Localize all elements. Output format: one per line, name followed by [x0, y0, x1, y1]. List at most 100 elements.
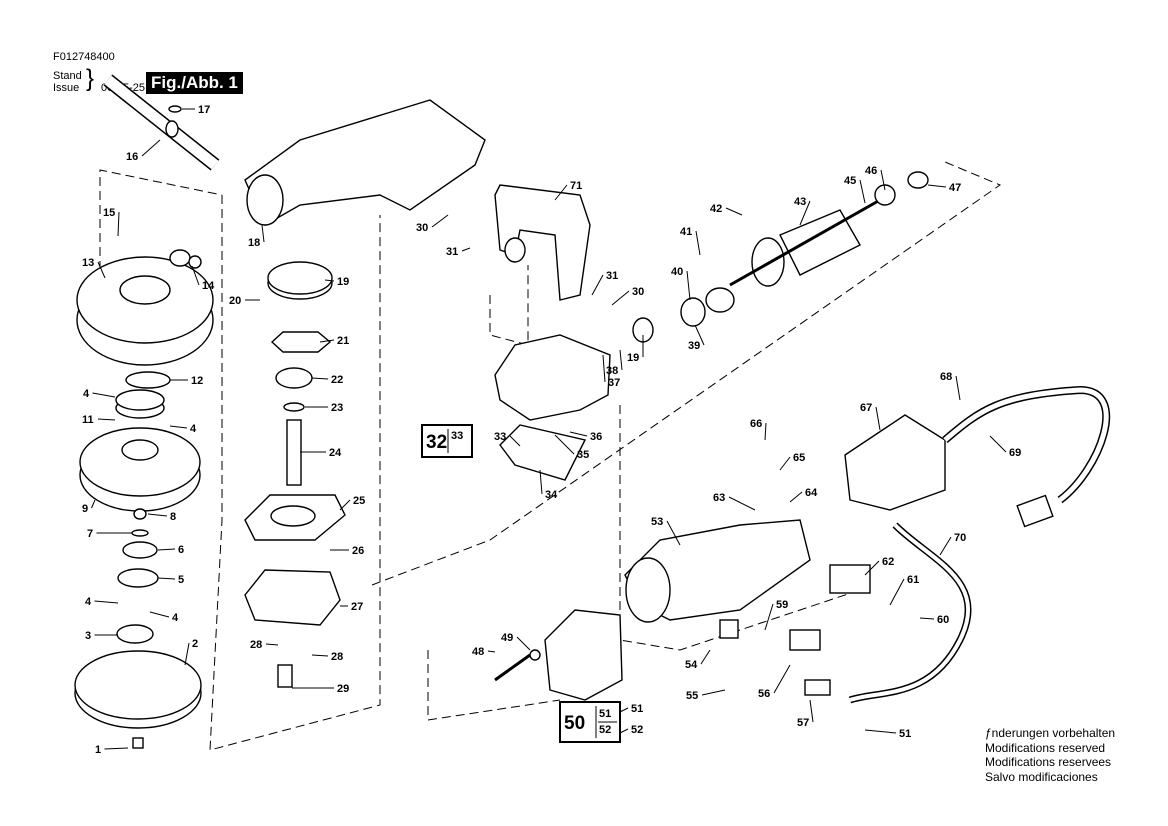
part-label-43: 43: [794, 196, 806, 208]
part-label-17: 17: [198, 104, 210, 116]
leader-line: [94, 600, 119, 604]
part-label-57: 57: [797, 717, 809, 729]
brace-symbol: }: [86, 65, 95, 92]
leader-line: [789, 491, 803, 503]
part-label-19: 19: [337, 276, 349, 288]
leader-line: [311, 377, 329, 380]
leader-line: [889, 578, 905, 606]
leader-line: [539, 469, 543, 495]
part-label-63: 63: [713, 492, 725, 504]
part-label-71: 71: [570, 180, 582, 192]
part-label-33: 33: [494, 431, 506, 443]
leader-line: [92, 392, 116, 398]
leader-line: [666, 520, 681, 546]
leader-line: [619, 707, 629, 713]
leader-line: [880, 169, 886, 191]
leader-line: [773, 664, 791, 694]
assembly-dashed-lines: [99, 161, 1002, 751]
part-label-68: 68: [940, 371, 952, 383]
leader-line: [919, 617, 935, 620]
part-label-25: 25: [353, 495, 365, 507]
part-label-28: 28: [250, 639, 262, 651]
leader-line: [619, 728, 629, 734]
leader-line: [725, 207, 743, 216]
part-label-46: 46: [865, 165, 877, 177]
part-label-2: 2: [192, 638, 198, 650]
part-label-16: 16: [126, 151, 138, 163]
leader-line: [157, 548, 176, 551]
leader-line: [602, 354, 606, 383]
leader-line: [339, 499, 351, 511]
leader-line: [554, 184, 568, 201]
leader-line: [728, 496, 756, 511]
group-sub-number: 33: [451, 430, 463, 442]
part-label-18: 18: [248, 237, 260, 249]
part-label-23: 23: [331, 402, 343, 414]
leader-line: [147, 513, 168, 517]
leader-line: [509, 435, 521, 447]
part-label-4: 4: [172, 612, 179, 624]
part-label-4: 4: [83, 388, 90, 400]
note-fr: Modifications reservees: [985, 755, 1112, 769]
leader-line: [569, 431, 588, 437]
part-label-69: 69: [1009, 447, 1021, 459]
leader-line: [97, 418, 116, 421]
part-label-31: 31: [446, 246, 458, 258]
part-label-4: 4: [190, 423, 197, 435]
leader-line: [319, 339, 335, 343]
leader-line: [989, 435, 1007, 453]
part-label-52: 52: [631, 724, 643, 736]
leader-line: [864, 560, 880, 576]
leader-line: [516, 636, 531, 651]
leader-line: [265, 643, 279, 646]
part-label-45: 45: [844, 175, 856, 187]
leader-line: [141, 139, 161, 157]
leader-line: [864, 729, 897, 734]
part-label-30: 30: [632, 286, 644, 298]
part-label-55: 55: [686, 690, 698, 702]
part-label-24: 24: [329, 447, 342, 459]
leader-line: [91, 499, 96, 509]
part-label-28: 28: [331, 651, 343, 663]
part-label-14: 14: [202, 280, 215, 292]
issue-label: Issue: [53, 82, 80, 94]
leader-line: [104, 747, 129, 750]
group-sub-number: 51: [599, 708, 611, 720]
part-label-27: 27: [351, 601, 363, 613]
part-label-51: 51: [631, 703, 643, 715]
part-label-9: 9: [82, 503, 88, 515]
part-label-60: 60: [937, 614, 949, 626]
part-label-42: 42: [710, 203, 722, 215]
part-label-35: 35: [577, 449, 589, 461]
leader-line: [619, 349, 623, 371]
leader-line: [701, 689, 726, 696]
part-label-51: 51: [899, 728, 911, 740]
part-label-70: 70: [954, 532, 966, 544]
leader-line: [169, 425, 188, 429]
part-label-7: 7: [87, 528, 93, 540]
leader-line: [859, 179, 866, 204]
part-label-41: 41: [680, 226, 692, 238]
part-label-67: 67: [860, 402, 872, 414]
part-label-62: 62: [882, 556, 894, 568]
leader-line: [700, 649, 711, 665]
note-en: Modifications reserved: [985, 740, 1106, 755]
part-label-66: 66: [750, 418, 762, 430]
leader-line: [955, 375, 961, 401]
leader-line: [764, 603, 774, 631]
part-label-1: 1: [95, 744, 101, 756]
part-label-40: 40: [671, 266, 683, 278]
part-label-53: 53: [651, 516, 663, 528]
leader-line: [191, 265, 200, 286]
leader-line: [184, 642, 190, 666]
part-label-49: 49: [501, 632, 513, 644]
figure-label: Fig./Abb. 1: [146, 72, 243, 94]
part-label-56: 56: [758, 688, 770, 700]
part-label-22: 22: [331, 374, 343, 386]
leader-line: [809, 699, 814, 723]
part-label-38: 38: [606, 365, 618, 377]
part-label-20: 20: [229, 295, 241, 307]
leader-line: [591, 274, 604, 296]
part-label-61: 61: [907, 574, 919, 586]
